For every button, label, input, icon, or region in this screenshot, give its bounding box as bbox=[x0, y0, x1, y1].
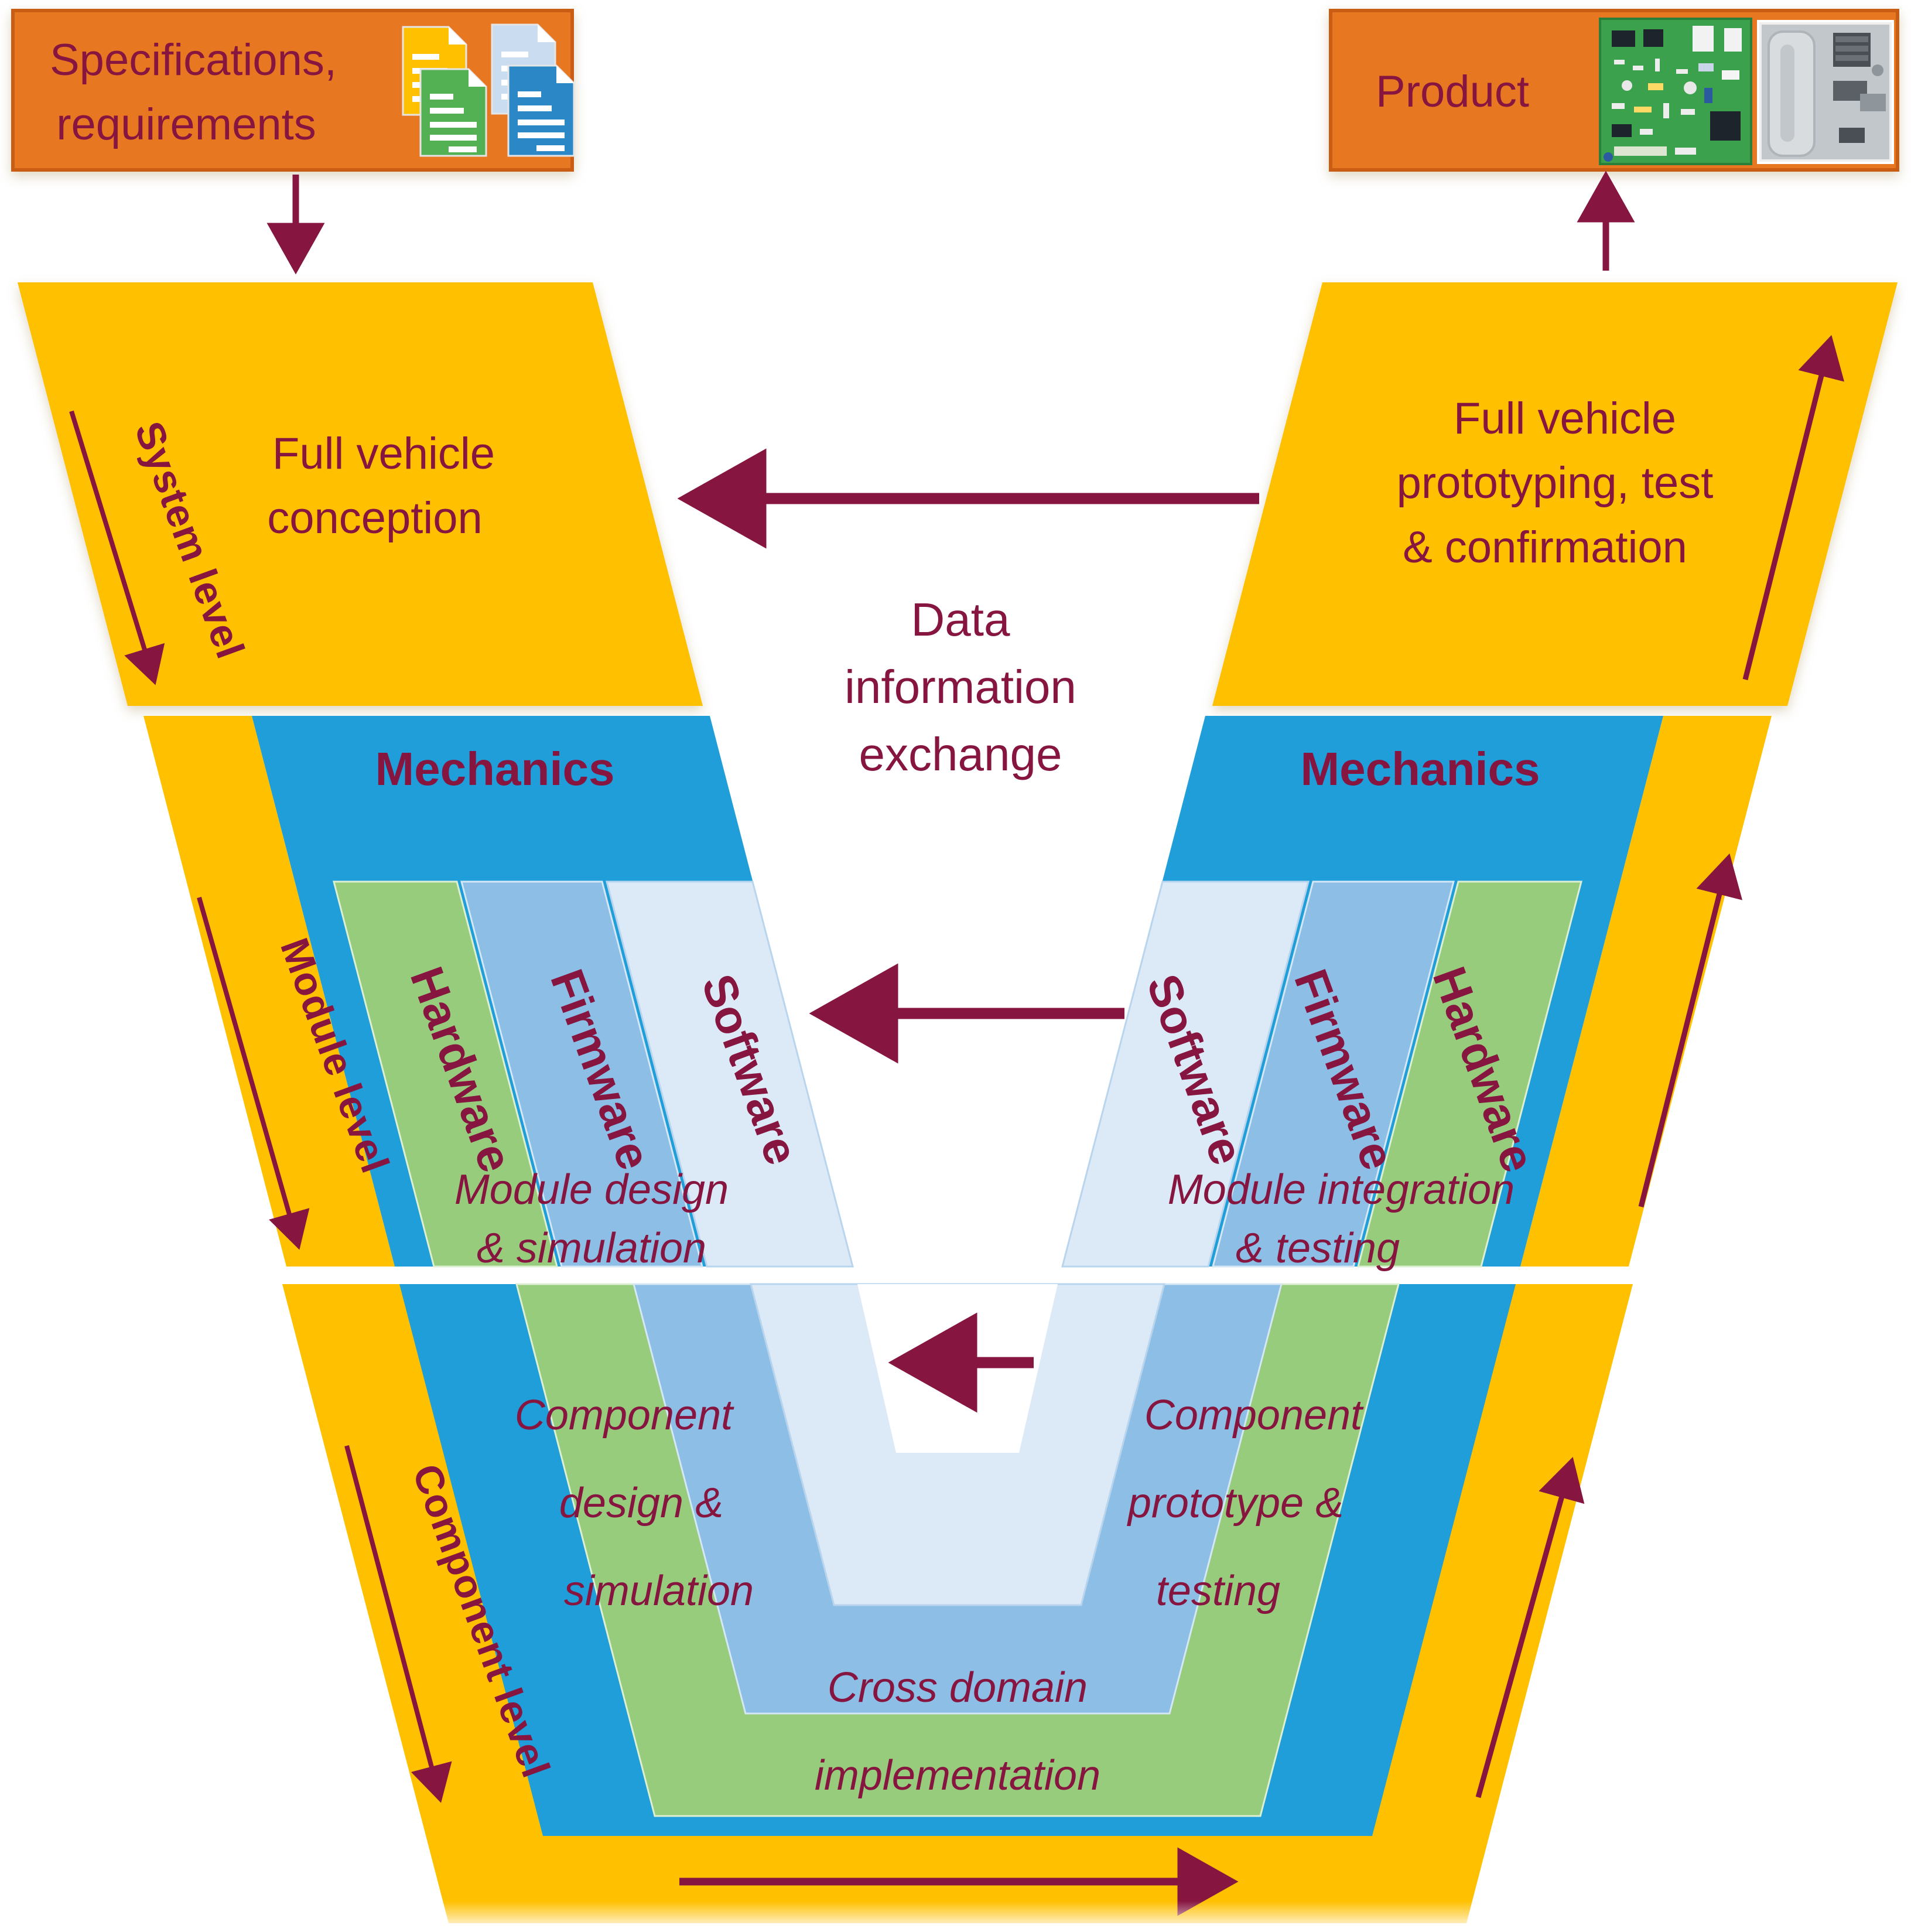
module-left-caption-line1: Module design bbox=[454, 1166, 729, 1213]
cross-domain-caption-line1: Cross domain bbox=[828, 1664, 1088, 1711]
module-right-software-stripe bbox=[1061, 880, 1310, 1268]
system-level-arrow bbox=[69, 410, 165, 685]
system-left-caption-line2: conception bbox=[267, 493, 483, 543]
center-note-line1: Data bbox=[911, 593, 1010, 646]
system-right-caption-line3: & confirmation bbox=[1403, 523, 1687, 572]
specifications-box: Specifications, requirements bbox=[11, 9, 575, 172]
module-right-caption-line1: Module integration bbox=[1168, 1166, 1515, 1213]
bottom-fade bbox=[234, 1901, 1698, 1932]
module-level-band: Mechanics Hardware Firmware Software Mod… bbox=[143, 716, 1772, 1272]
module-left-software-stripe bbox=[606, 880, 854, 1268]
module-right-hardware-stripe bbox=[1357, 880, 1582, 1268]
module-left-hardware-stripe bbox=[333, 880, 558, 1268]
module-left-caption-line2: & simulation bbox=[477, 1225, 706, 1272]
doc-green-icon bbox=[419, 68, 487, 157]
module-left-yellow-strip bbox=[143, 716, 395, 1267]
data-information-exchange-note: Data information exchange bbox=[845, 593, 1076, 780]
specs-label-line2: requirements bbox=[56, 100, 316, 149]
component-level-band: Component design & simulation Component … bbox=[234, 1283, 1698, 1932]
module-right-mechanics-label: Mechanics bbox=[1300, 743, 1540, 795]
component-right-caption-line2: prototype & bbox=[1127, 1480, 1343, 1527]
specs-label-line1: Specifications, bbox=[50, 35, 337, 85]
module-right-caption-line2: & testing bbox=[1236, 1225, 1400, 1272]
center-note-line3: exchange bbox=[859, 728, 1062, 780]
cross-domain-caption-line2: implementation bbox=[815, 1752, 1100, 1799]
module-right-firmware-stripe bbox=[1212, 880, 1455, 1268]
component-right-up-arrow bbox=[1475, 1456, 1585, 1798]
system-right-caption-line1: Full vehicle bbox=[1454, 394, 1676, 443]
system-left-arm bbox=[18, 282, 703, 706]
system-right-arm bbox=[1212, 282, 1898, 706]
system-left-caption-line1: Full vehicle bbox=[272, 429, 495, 479]
product-label: Product bbox=[1376, 67, 1529, 117]
component-left-caption-line3: simulation bbox=[564, 1568, 754, 1614]
system-right-caption-line2: prototyping, test bbox=[1397, 458, 1714, 508]
system-right-up-arrow bbox=[1742, 334, 1845, 681]
module-level-arrow bbox=[197, 896, 310, 1250]
module-left-firmware-stripe bbox=[460, 880, 703, 1268]
module-right-up-arrow bbox=[1638, 853, 1743, 1208]
component-right-caption-line3: testing bbox=[1156, 1568, 1280, 1614]
control-unit-image bbox=[1757, 20, 1894, 164]
component-left-caption-line2: design & bbox=[559, 1480, 723, 1527]
circuit-board-image bbox=[1599, 18, 1752, 165]
center-note-line2: information bbox=[845, 661, 1076, 713]
component-level-arrow bbox=[344, 1445, 452, 1803]
system-level-band: Full vehicle conception Full vehicle pro… bbox=[18, 282, 1898, 706]
component-left-caption-line1: Component bbox=[515, 1392, 734, 1439]
documents-icon bbox=[402, 23, 575, 157]
product-box: Product bbox=[1329, 9, 1899, 172]
doc-blue-icon bbox=[507, 64, 575, 157]
component-right-caption-line1: Component bbox=[1144, 1392, 1364, 1439]
module-left-mechanics-label: Mechanics bbox=[375, 743, 614, 795]
